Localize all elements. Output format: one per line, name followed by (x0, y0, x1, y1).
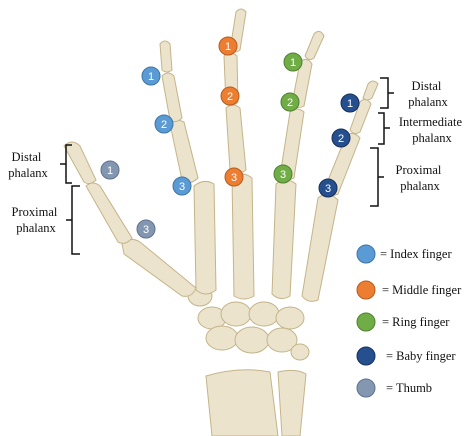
marker-index-1: 1 (141, 66, 161, 86)
hand-skeleton (63, 8, 379, 436)
marker-circle-baby-3 (318, 178, 338, 198)
marker-circle-ring-3 (273, 164, 293, 184)
thumb-proximal-label: Proximal phalanx (12, 205, 61, 235)
marker-number-middle-3: 3 (231, 172, 237, 184)
marker-circle-baby-2 (331, 128, 351, 148)
right-distal-label: Distal phalanx (408, 79, 448, 109)
legend-swatch-thumb (356, 378, 376, 398)
marker-circle-middle-2 (220, 86, 240, 106)
thumb-proximal-bracket (66, 185, 80, 255)
marker-number-middle-1: 1 (225, 41, 231, 53)
right-proximal-bracket (370, 147, 384, 207)
marker-ring-3: 3 (273, 164, 293, 184)
legend-item-baby: = Baby finger (356, 346, 456, 366)
marker-circle-ring-1 (283, 52, 303, 72)
phalanx-labels: Distal phalanx Proximal phalanx Distal p… (8, 79, 465, 235)
marker-number-index-2: 2 (161, 119, 167, 131)
marker-number-index-1: 1 (148, 71, 154, 83)
marker-middle-2: 2 (220, 86, 240, 106)
marker-circle-middle-3 (224, 167, 244, 187)
intermediate-phalanges (161, 52, 372, 135)
marker-number-ring-2: 2 (287, 97, 293, 109)
marker-index-2: 2 (154, 114, 174, 134)
right-distal-bracket (380, 77, 394, 109)
marker-circle-index-2 (154, 114, 174, 134)
legend-label-index: = Index finger (380, 247, 452, 261)
legend-item-middle: = Middle finger (356, 280, 462, 300)
marker-number-baby-1: 1 (347, 98, 353, 110)
marker-number-ring-1: 1 (290, 57, 296, 69)
right-proximal-label: Proximal phalanx (396, 163, 445, 193)
marker-number-baby-2: 2 (338, 133, 344, 145)
legend-swatch-index (356, 244, 376, 264)
right-intermediate-label: Intermediate phalanx (399, 115, 465, 145)
marker-middle-1: 1 (218, 36, 238, 56)
marker-number-baby-3: 3 (325, 183, 331, 195)
marker-circle-middle-1 (218, 36, 238, 56)
marker-baby-3: 3 (318, 178, 338, 198)
marker-thumb-1: 1 (100, 160, 120, 180)
legend-item-ring: = Ring finger (356, 312, 450, 332)
radius-bone (205, 369, 279, 436)
legend-label-thumb: = Thumb (386, 381, 432, 395)
thumb-distal-bracket (60, 144, 72, 184)
marker-number-thumb-3: 3 (143, 224, 149, 236)
marker-thumb-3: 3 (136, 219, 156, 239)
marker-circle-baby-1 (340, 93, 360, 113)
marker-number-middle-2: 2 (227, 91, 233, 103)
marker-ring-2: 2 (280, 92, 300, 112)
marker-circle-index-1 (141, 66, 161, 86)
marker-circle-ring-2 (280, 92, 300, 112)
legend-label-ring: = Ring finger (382, 315, 450, 329)
legend: = Index finger = Middle finger = Ring fi… (356, 244, 462, 398)
ulna-bone (277, 369, 307, 436)
marker-circle-thumb-3 (136, 219, 156, 239)
legend-swatch-middle (356, 280, 376, 300)
marker-ring-1: 1 (283, 52, 303, 72)
legend-swatch-ring (356, 312, 376, 332)
right-intermediate-bracket (378, 112, 390, 145)
legend-item-index: = Index finger (356, 244, 452, 264)
legend-item-thumb: = Thumb (356, 378, 432, 398)
marker-middle-3: 3 (224, 167, 244, 187)
legend-swatch-baby (356, 346, 376, 366)
annotations (60, 77, 394, 255)
marker-number-index-3: 3 (179, 181, 185, 193)
marker-circle-index-3 (172, 176, 192, 196)
marker-index-3: 3 (172, 176, 192, 196)
metacarpal-bones (121, 173, 339, 302)
marker-baby-1: 1 (340, 93, 360, 113)
legend-label-middle: = Middle finger (382, 283, 462, 297)
marker-baby-2: 2 (331, 128, 351, 148)
thumb-distal-label: Distal phalanx (8, 150, 48, 180)
legend-label-baby: = Baby finger (386, 349, 456, 363)
marker-number-ring-3: 3 (280, 169, 286, 181)
marker-circle-thumb-1 (100, 160, 120, 180)
marker-number-thumb-1: 1 (107, 165, 113, 177)
phalanx-markers: 1 2 3 1 2 3 1 2 3 1 2 3 1 3 (100, 36, 360, 239)
